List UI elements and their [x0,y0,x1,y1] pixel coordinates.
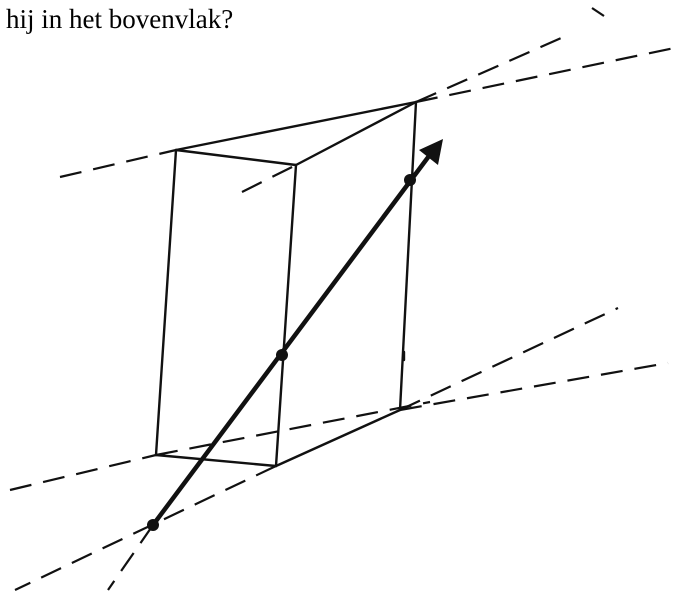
dashed-line-bottom-left [9,453,157,492]
intersection-points [147,174,416,531]
dashed-line-top-right-upper [415,33,569,104]
prism-bottom-front-edge [154,453,278,468]
question-text: hij in het bovenvlak? [6,4,234,34]
point-bottom [147,519,159,531]
prism-top-right-edge [294,100,418,167]
point-top [404,174,416,186]
dashed-line-top-right-lower [415,45,679,104]
dashed-line-below-point [107,524,154,591]
intersecting-line [150,139,443,528]
prism-top-front-edge [174,148,298,167]
dashed-line-bottom-through-base [155,400,431,457]
prism-right-vertical-edge [398,100,418,412]
dashed-line-bottom-right-upper [399,307,619,411]
prism-top-back-edge [174,100,418,152]
prism-bottom-right-edge [274,408,402,468]
dashed-line-top-left [59,148,177,179]
dashed-line-bottom-right-lower [399,361,669,412]
bold-line [150,149,435,528]
arrowhead-icon [419,139,443,165]
construction-lines [9,7,679,591]
dashed-line-top-corner-mark [591,7,605,17]
dashed-line-lower-left-from-base [14,465,277,591]
prism [154,100,418,468]
dashed-line-top-mid [241,164,297,193]
point-middle [276,349,288,361]
prism-front-vertical-edge [274,163,298,468]
prism-left-vertical-edge [154,148,178,457]
